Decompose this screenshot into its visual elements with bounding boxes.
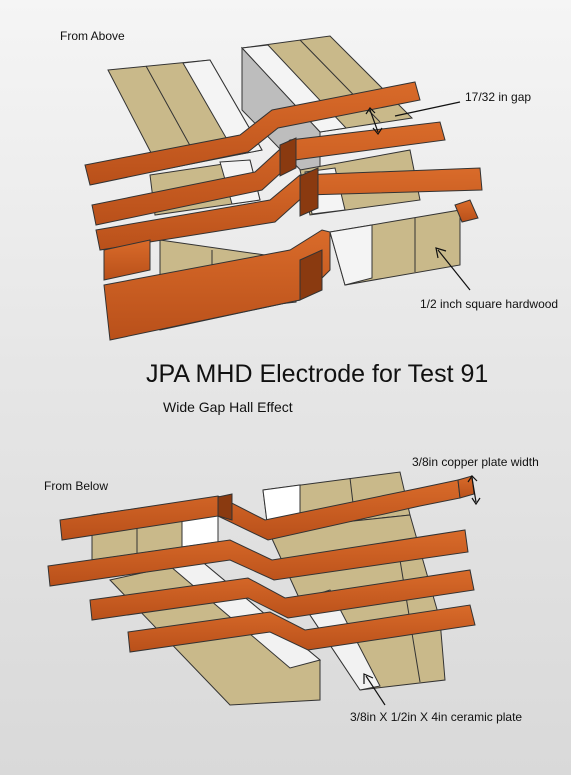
hardwood-arrow [435,247,471,291]
copper-width-arrow [467,475,481,506]
copper-strap-top-2 [91,121,446,226]
ceramic-strip-top-left [182,59,263,156]
hardwood-label: 1/2 inch square hardwood [420,297,559,311]
bottom-assembly [47,471,481,706]
gap-arrow [365,101,461,136]
copper-strap-top-1 [84,81,421,186]
page-subtitle: Wide Gap Hall Effect [163,399,293,415]
from-below-label: From Below [44,479,109,493]
ceramic-label: 3/8in X 1/2in X 4in ceramic plate [350,710,523,724]
page-title: JPA MHD Electrode for Test 91 [146,360,489,388]
copper-strap-top-3 [95,167,483,251]
ceramic-arrow [363,673,386,706]
copper-strap-bottom-3 [89,569,475,621]
copper-strap-bottom-2 [47,529,469,587]
from-above-label: From Above [60,29,125,43]
gap-label: 17/32 in gap [465,90,532,104]
top-assembly [84,35,483,341]
copper-strap-top-4 [103,229,331,341]
copper-strap-bottom-4 [127,604,476,653]
copper-width-label: 3/8in copper plate width [412,455,539,469]
